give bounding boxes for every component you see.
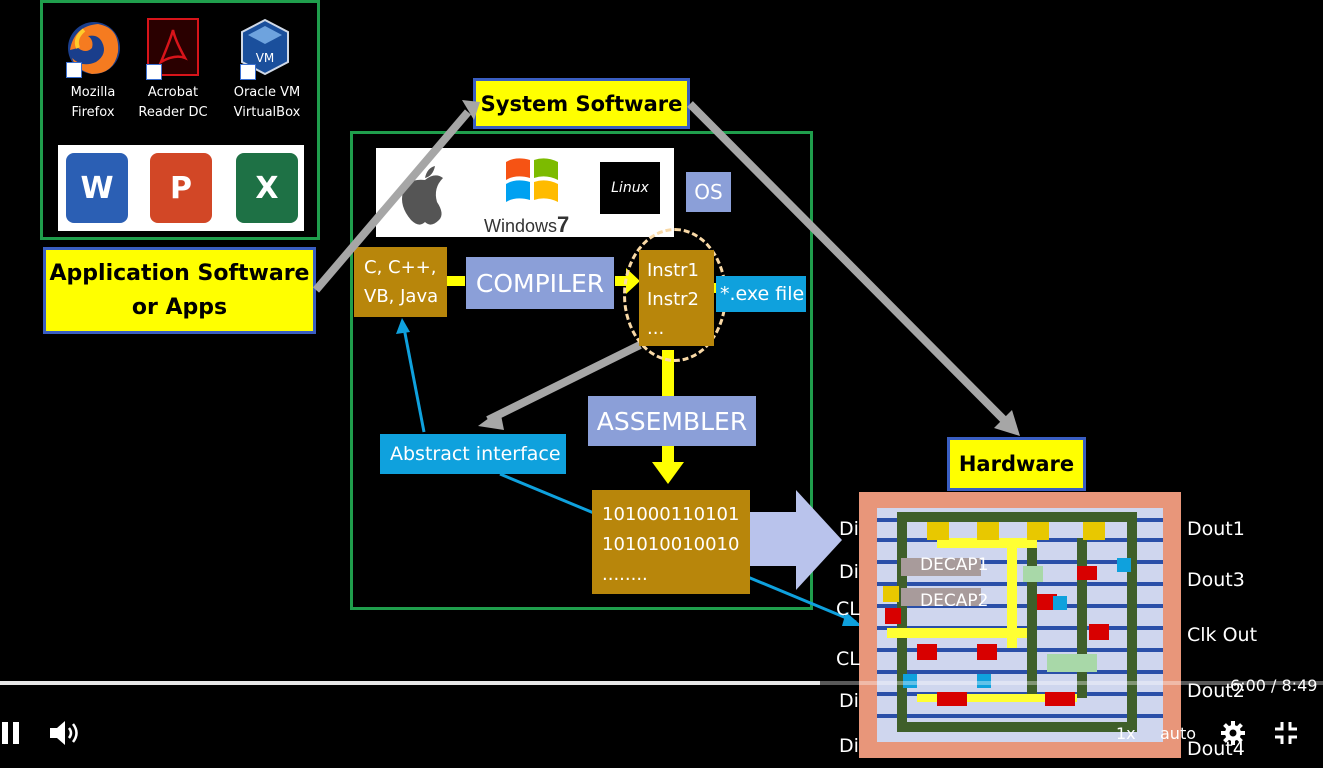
- chip-pin-dout3: Dout3: [1187, 569, 1245, 591]
- binary-code-box: 101000110101 101010010010 ........: [592, 490, 750, 594]
- office-icons-panel: W P X: [58, 145, 304, 231]
- chip-pin-din4: Di: [839, 735, 859, 757]
- firefox-label-line2: Firefox: [71, 105, 115, 120]
- application-software-box: Application Software or Apps: [43, 247, 316, 334]
- linux-logo: Linux: [600, 162, 660, 214]
- abstract-interface-label: Abstract interface: [390, 443, 561, 465]
- excel-letter: X: [255, 170, 279, 206]
- virtualbox-icon: VM: [241, 18, 289, 76]
- time-display: 6:00 / 8:49: [1230, 676, 1317, 695]
- acrobat-label-line2: Reader DC: [138, 105, 208, 120]
- compiler-label: COMPILER: [475, 268, 605, 298]
- chip-pin-din3: Di: [839, 690, 859, 712]
- firefox-icon: [68, 22, 120, 74]
- shortcut-arrow-icon: [66, 62, 82, 78]
- languages-line1: C, C++,: [364, 257, 437, 278]
- system-software-box: System Software: [473, 78, 690, 129]
- chip-pin-clk-out: Clk Out: [1187, 624, 1258, 646]
- excel-icon: X: [236, 153, 298, 223]
- binary-line-3: ........: [602, 564, 648, 585]
- pause-icon[interactable]: [2, 722, 22, 744]
- chip-pin-dout2: Dout2: [1187, 680, 1245, 702]
- os-label: OS: [694, 180, 723, 204]
- virtualbox-label: Oracle VM VirtualBox: [222, 83, 312, 123]
- exe-file-box: *.exe file: [716, 276, 806, 312]
- volume-icon[interactable]: [50, 720, 82, 746]
- progress-bar-played: [0, 681, 821, 685]
- chip-pin-clk1: CL: [836, 598, 860, 620]
- windows-text: Windows: [484, 216, 558, 236]
- abstract-interface-box: Abstract interface: [380, 434, 566, 474]
- chip-pin-dout4: Dout4: [1187, 738, 1245, 760]
- playback-speed-button[interactable]: 1x: [1116, 724, 1136, 743]
- chip-cell-decap2: DECAP2: [920, 591, 989, 611]
- application-software-line2: or Apps: [131, 294, 228, 320]
- shortcut-arrow-icon: [146, 64, 162, 80]
- firefox-label-line1: Mozilla: [70, 85, 116, 100]
- powerpoint-icon: P: [150, 153, 212, 223]
- chip-pin-dout1: Dout1: [1187, 518, 1245, 540]
- exe-file-label: *.exe file: [720, 283, 805, 305]
- exit-fullscreen-icon[interactable]: [1274, 721, 1298, 745]
- acrobat-label: Acrobat Reader DC: [128, 83, 218, 123]
- word-letter: W: [80, 170, 114, 206]
- windows-version: 7: [557, 212, 570, 237]
- time-separator: /: [1265, 676, 1282, 695]
- chip-cell-decap1: DECAP1: [920, 555, 989, 575]
- virtualbox-label-line1: Oracle VM: [233, 85, 301, 100]
- virtualbox-label-line2: VirtualBox: [233, 105, 301, 120]
- binary-line-2: 101010010010: [602, 534, 740, 555]
- time-current: 6:00: [1230, 676, 1266, 695]
- word-icon: W: [66, 153, 128, 223]
- compiler-box: COMPILER: [466, 257, 614, 309]
- quality-button[interactable]: auto: [1160, 724, 1197, 743]
- time-total: 8:49: [1281, 676, 1318, 695]
- hardware-label: Hardware: [958, 452, 1075, 476]
- languages-box: C, C++, VB, Java: [354, 247, 447, 317]
- os-tag: OS: [686, 172, 731, 212]
- instruction-2: Instr2: [647, 289, 700, 310]
- acrobat-label-line1: Acrobat: [147, 85, 199, 100]
- system-software-label: System Software: [480, 91, 683, 116]
- linux-text: Linux: [611, 180, 649, 196]
- instruction-1: Instr1: [647, 260, 700, 281]
- windows-flag-icon: [506, 158, 558, 202]
- hardware-box: Hardware: [947, 437, 1086, 491]
- svg-text:VM: VM: [256, 51, 275, 65]
- chip-pin-din1: Di: [839, 518, 859, 540]
- acrobat-icon: [147, 18, 199, 76]
- shortcut-arrow-icon: [240, 64, 256, 80]
- application-software-line1: Application Software: [49, 260, 310, 286]
- binary-line-1: 101000110101: [602, 504, 740, 525]
- windows-logo-text: Windows7: [484, 212, 569, 238]
- apple-icon: [402, 166, 443, 225]
- gear-icon[interactable]: [1221, 721, 1245, 745]
- system-software-frame: [350, 131, 813, 610]
- languages-line2: VB, Java: [364, 286, 439, 307]
- assembler-box: ASSEMBLER: [588, 396, 756, 446]
- firefox-label: Mozilla Firefox: [48, 83, 138, 123]
- powerpoint-letter: P: [170, 170, 192, 206]
- chip-pin-din2: Di: [839, 561, 859, 583]
- chip-pin-clk2: CL: [836, 648, 860, 670]
- assembler-label: ASSEMBLER: [596, 406, 748, 436]
- instructions-box: Instr1 Instr2 ...: [639, 250, 714, 346]
- chip-routing: [877, 512, 1163, 732]
- instruction-3: ...: [647, 318, 665, 339]
